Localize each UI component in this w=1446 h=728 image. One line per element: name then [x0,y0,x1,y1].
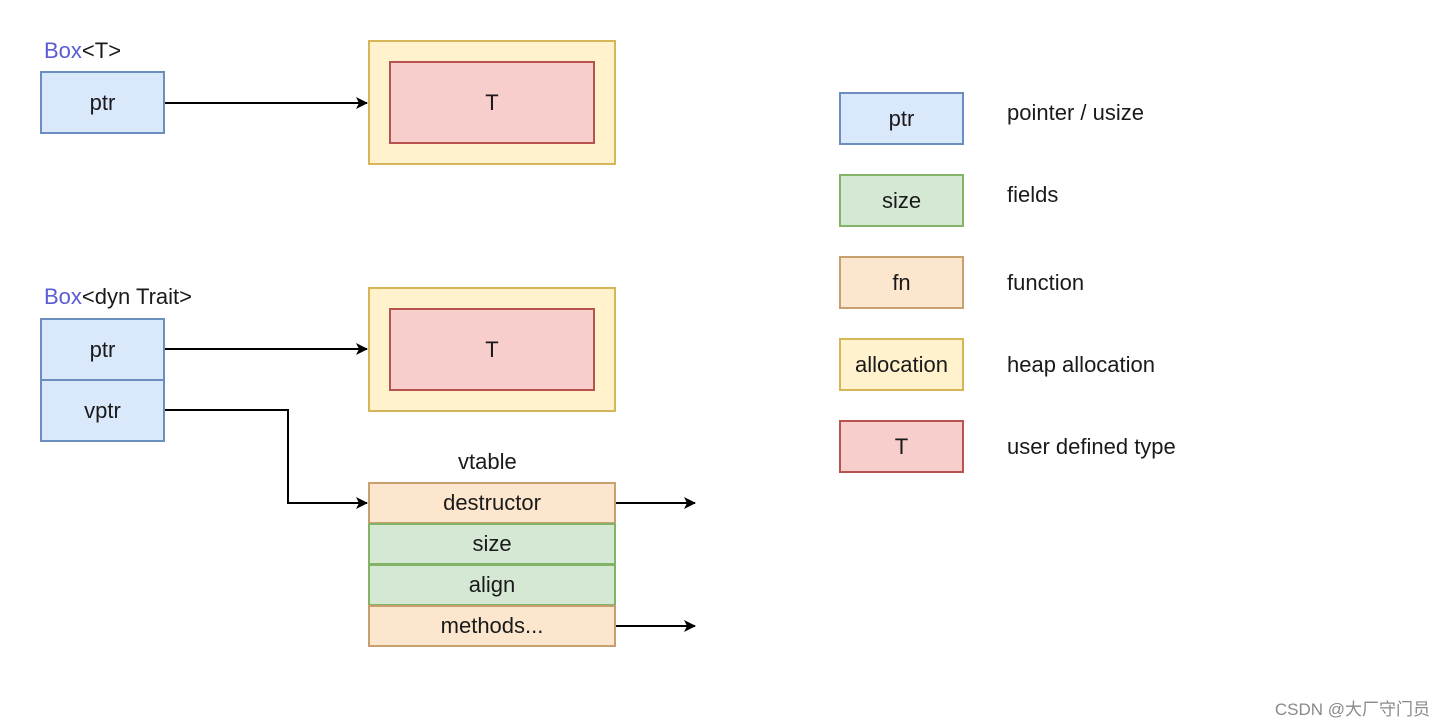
box-t-label: Box<T> [44,40,121,62]
box-t-ptr-text: ptr [89,89,116,115]
box-dyn-label: Box<dyn Trait> [44,286,192,308]
legend-text-ptr: pointer / usize [1007,100,1144,125]
legend-swatch-size: size [839,174,964,227]
vtable-row-destructor-text: destructor [443,490,541,515]
vtable-row-destructor: destructor [368,482,616,524]
legend-swatch-fn: fn [839,256,964,309]
box-dyn-heap-allocation: T [368,287,616,412]
vtable-row-align: align [368,564,616,606]
legend-swatch-ptr: ptr [839,92,964,145]
legend-swatch-type-text: T [894,433,909,459]
legend-swatch-fn-text: fn [892,269,911,295]
box-dyn-user-type: T [389,308,595,391]
box-dyn-vptr-text: vptr [84,397,121,423]
box-t-ptr-field: ptr [40,71,165,134]
legend-swatch-size-text: size [881,187,922,213]
vtable-row-methods-text: methods... [440,613,544,638]
watermark: CSDN @大厂守门员 [1274,700,1430,719]
legend-swatch-allocation: allocation [839,338,964,391]
box-t-heap-allocation: T [368,40,616,165]
legend-text-fn: function [1007,270,1085,295]
legend-swatch-allocation-text: allocation [855,351,948,377]
box-dyn-label-generic: <dyn Trait> [81,284,192,309]
vtable-row-align-text: align [468,572,516,597]
box-dyn-ptr-text: ptr [89,336,116,362]
legend-swatch-type: T [839,420,964,473]
box-dyn-user-type-text: T [485,336,499,362]
vtable-row-size-text: size [472,531,512,556]
legend-text-size: fields [1007,182,1059,207]
box-dyn-vptr-field: vptr [40,379,165,442]
legend-text-allocation: heap allocation [1007,352,1156,377]
vtable-row-size: size [368,523,616,565]
box-dyn-ptr-field: ptr [40,318,165,381]
vtable-row-methods: methods... [368,605,616,647]
box-t-label-keyword: Box [44,38,82,63]
box-t-user-type-text: T [485,89,499,115]
legend-text-type: user defined type [1007,434,1176,459]
legend-swatch-ptr-text: ptr [888,105,915,131]
arrow-vptr-vtable [165,409,368,509]
box-t-user-type: T [389,61,595,144]
box-dyn-label-keyword: Box [44,284,82,309]
box-t-label-generic: <T> [81,38,122,63]
vtable-title: vtable [458,449,517,474]
